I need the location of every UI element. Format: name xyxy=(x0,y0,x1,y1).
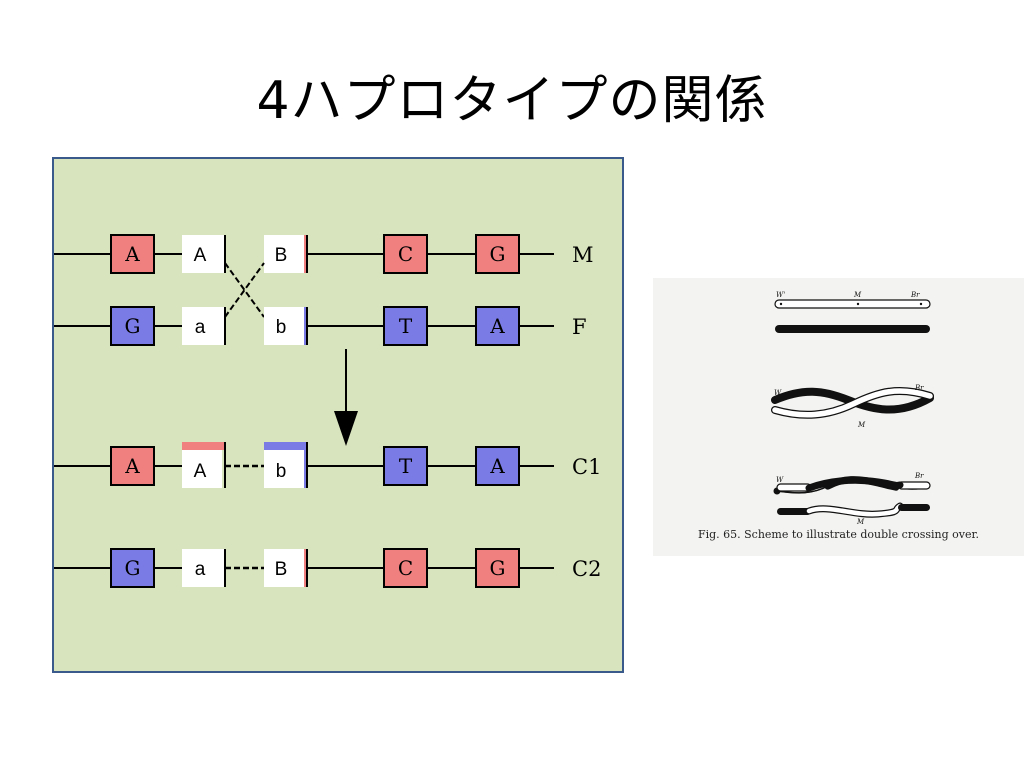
gene-box xyxy=(110,234,155,274)
label-m-top: M xyxy=(853,291,862,299)
snp-label: b xyxy=(276,317,287,338)
label-br-top: Br xyxy=(910,291,920,299)
snp-box xyxy=(264,549,307,587)
gene-box xyxy=(110,446,155,486)
chromosome-pair-middle: W Br M xyxy=(771,384,934,429)
gene-label: G xyxy=(490,242,506,266)
snp-box xyxy=(182,307,225,345)
chromosome-illustration: W' M Br W Br M W Br M xyxy=(771,291,934,526)
snp-label: b xyxy=(276,461,287,482)
gene-label: A xyxy=(489,314,505,338)
gene-label: C xyxy=(398,556,413,580)
slide-title: 4ハプロタイプの関係 xyxy=(256,71,768,131)
label-m-mid: M xyxy=(857,421,866,429)
figure-caption: Fig. 65. Scheme to illustrate double cro… xyxy=(697,528,980,541)
snp-label: a xyxy=(195,559,206,580)
row-label-m: M xyxy=(572,243,594,267)
snp-label: B xyxy=(275,559,288,580)
double-crossing-over-figure: W' M Br W Br M W Br M xyxy=(653,278,1024,556)
snp-label: B xyxy=(275,245,288,266)
gene-box xyxy=(475,548,520,588)
crossover-x xyxy=(224,262,265,318)
row-label-c2: C2 xyxy=(572,557,601,581)
row-f: G a b T A F xyxy=(54,306,587,346)
gene-box xyxy=(475,306,520,346)
snp-label: A xyxy=(194,461,207,482)
gene-box xyxy=(383,548,428,588)
gene-box xyxy=(475,446,520,486)
gene-box xyxy=(383,306,428,346)
snp-box xyxy=(182,450,222,488)
row-m: A A B C G M xyxy=(54,234,594,274)
label-w-bot: W xyxy=(776,476,784,484)
label-w-top: W' xyxy=(776,291,785,299)
gene-label: A xyxy=(489,454,505,478)
gene-label: A xyxy=(124,242,140,266)
label-m-bot: M xyxy=(856,518,865,526)
gene-label: T xyxy=(399,454,413,478)
gene-label: G xyxy=(490,556,506,580)
gene-label: A xyxy=(124,454,140,478)
gene-box xyxy=(383,446,428,486)
label-br-bot: Br xyxy=(914,472,924,480)
gene-label: C xyxy=(398,242,413,266)
snp-box xyxy=(182,549,225,587)
snp-label: a xyxy=(195,317,206,338)
row-c1: A A b T A C1 xyxy=(54,442,601,488)
snp-label: A xyxy=(194,245,207,266)
gene-box xyxy=(110,548,155,588)
snp-box xyxy=(182,235,225,273)
chromosome-pair-top: W' M Br xyxy=(774,291,931,333)
gene-label: G xyxy=(125,314,141,338)
row-c2: G a B C G C2 xyxy=(54,548,601,588)
snp-box xyxy=(264,307,307,345)
chromosome-pair-bottom: W Br M xyxy=(773,472,934,526)
row-label-f: F xyxy=(572,315,587,339)
haplotype-diagram: A A B C G M G xyxy=(52,157,624,673)
snp-box xyxy=(264,450,304,488)
gene-box xyxy=(383,234,428,274)
row-label-c1: C1 xyxy=(572,455,601,479)
label-br-mid: Br xyxy=(914,384,924,392)
label-w-mid: W xyxy=(774,389,782,397)
gene-label: T xyxy=(399,314,413,338)
down-arrow-icon xyxy=(334,349,358,446)
gene-box xyxy=(475,234,520,274)
gene-label: G xyxy=(125,556,141,580)
snp-box xyxy=(264,235,307,273)
haplotype-diagram-svg: A A B C G M G xyxy=(54,234,601,588)
gene-box xyxy=(110,306,155,346)
